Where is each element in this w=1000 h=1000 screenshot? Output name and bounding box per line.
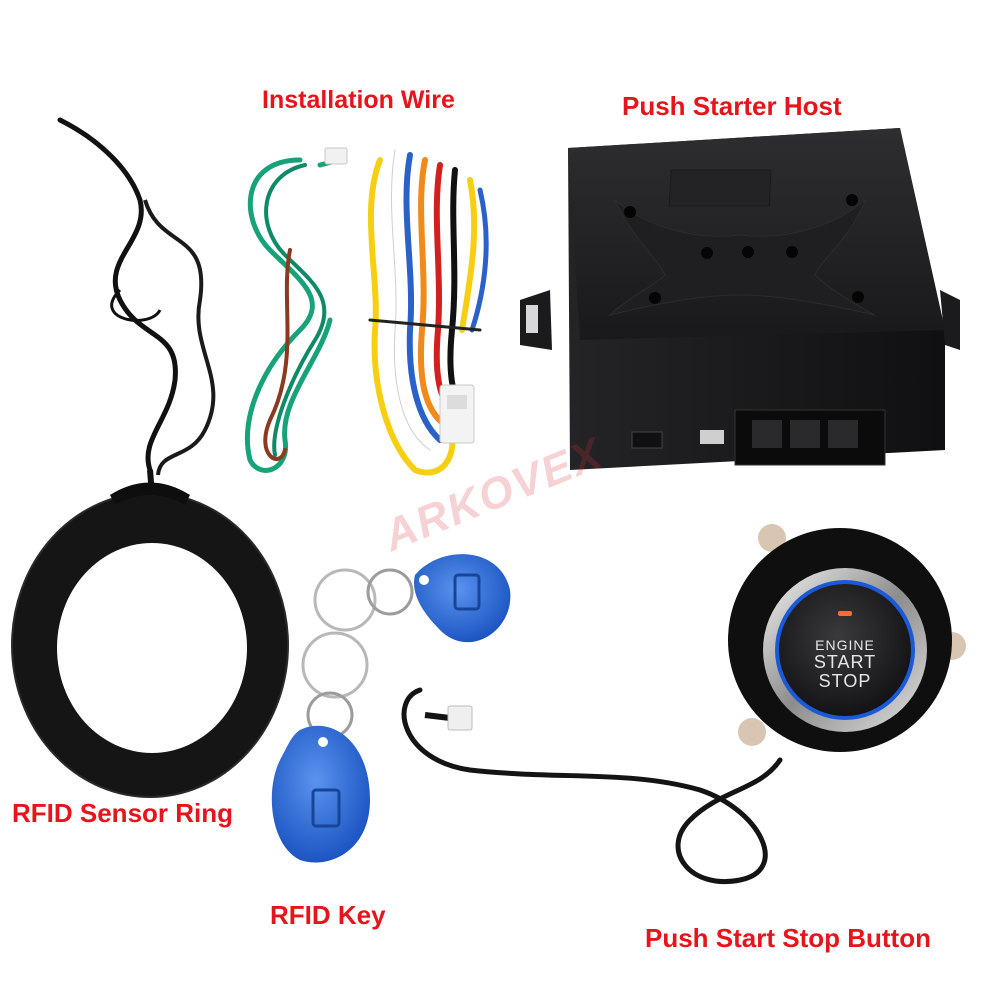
- rfid-key-lower: [271, 631, 370, 863]
- push-starter-host: [520, 128, 960, 470]
- button-face-stop: STOP: [818, 670, 872, 691]
- push-start-stop-button-label: Push Start Stop Button: [645, 923, 931, 953]
- rfid-key-upper: [313, 554, 511, 643]
- button-face-start: START: [813, 651, 877, 672]
- button-face-engine: ENGINE: [815, 637, 875, 653]
- installation-wire-label: Installation Wire: [262, 86, 455, 114]
- push-starter-host-label: Push Starter Host: [622, 91, 842, 121]
- rfid-key-label: RFID Key: [270, 900, 386, 930]
- button-face-text: ENGINE START STOP: [800, 638, 890, 690]
- installation-wire-harness: [367, 147, 489, 476]
- rfid-sensor-ring: [11, 117, 289, 798]
- rfid-sensor-ring-label: RFID Sensor Ring: [12, 798, 234, 828]
- push-start-stop-button: [401, 524, 966, 884]
- installation-wire-green: [244, 147, 348, 473]
